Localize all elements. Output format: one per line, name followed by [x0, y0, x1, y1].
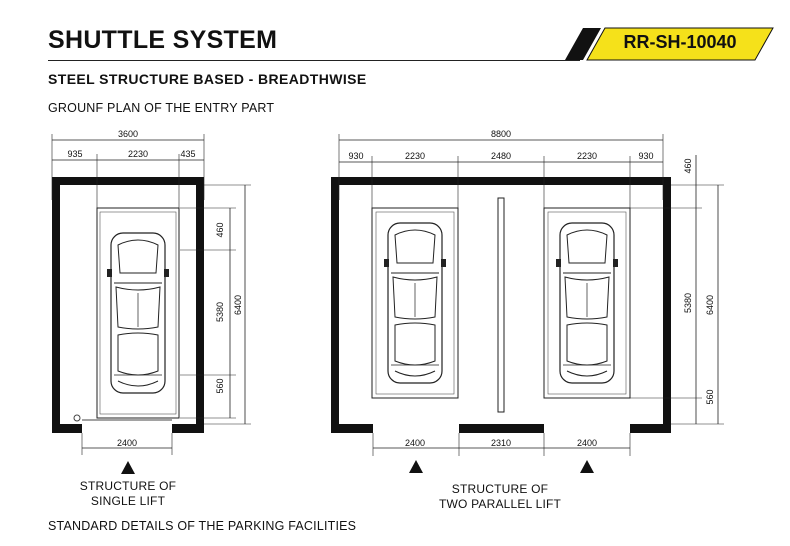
single-dim-opening: 2400 [117, 438, 137, 448]
double-dim-opening1: 2400 [405, 438, 425, 448]
double-dim-depth: 6400 [705, 295, 715, 315]
double-caption-line1: STRUCTURE OF [451, 482, 549, 496]
badge-black-stripe [565, 28, 601, 60]
single-wall-bottom-left [52, 424, 82, 433]
double-car-right-icon [555, 222, 619, 384]
single-wall-bottom-right [172, 424, 204, 433]
single-wall-right [196, 177, 204, 433]
badge-graphic [565, 27, 774, 61]
double-dim-rear: 560 [705, 389, 715, 404]
double-platform-right [543, 207, 631, 399]
double-dim-left: 930 [348, 151, 363, 161]
double-wall-bottom-right [630, 424, 671, 433]
page-title: SHUTTLE SYSTEM [48, 26, 278, 54]
code-badge: RR-SH-10040 [565, 27, 775, 61]
double-dim-overall: 8800 [491, 129, 511, 139]
footer-text: STANDARD DETAILS OF THE PARKING FACILITI… [48, 519, 357, 533]
single-dim-left: 935 [67, 149, 82, 159]
double-platform-left [371, 207, 459, 399]
double-dim-right: 930 [638, 151, 653, 161]
single-lift-plan: 3600 935 2230 435 460 5380 6400 560 2400 [51, 129, 251, 474]
single-wall-left [52, 177, 60, 433]
single-platform [96, 207, 180, 419]
single-wall-top [52, 177, 204, 185]
double-dim-bay1: 2230 [405, 151, 425, 161]
single-dim-front: 460 [215, 222, 225, 237]
single-dim-car: 5380 [215, 302, 225, 322]
double-dim-middle: 2480 [491, 151, 511, 161]
single-dim-depth: 6400 [233, 295, 243, 315]
double-dim-opening-mid: 2310 [491, 438, 511, 448]
badge-yellow-field [586, 27, 774, 61]
code-text: RR-SH-10040 [623, 32, 737, 52]
subtitle: STEEL STRUCTURE BASED - BREADTHWISE [48, 71, 367, 87]
double-caption-line2: TWO PARALLEL LIFT [438, 497, 562, 511]
double-entry-arrow-left-icon [409, 460, 423, 473]
plan-label: GROUNF PLAN OF THE ENTRY PART [48, 101, 275, 115]
double-wall-bottom-left [331, 424, 373, 433]
double-wall-left [331, 177, 339, 433]
double-entry-arrow-right-icon [580, 460, 594, 473]
single-caption-line2: SINGLE LIFT [90, 494, 166, 508]
double-wall-top [331, 177, 671, 185]
double-wall-right [663, 177, 671, 433]
single-dim-rear: 560 [215, 378, 225, 393]
single-car-icon [106, 232, 170, 394]
center-column [497, 197, 505, 413]
single-dim-bay: 2230 [128, 149, 148, 159]
single-dim-overall: 3600 [118, 129, 138, 139]
double-dim-bay2: 2230 [577, 151, 597, 161]
double-lift-caption: STRUCTURE OF TWO PARALLEL LIFT [420, 482, 580, 512]
double-dim-opening2: 2400 [577, 438, 597, 448]
single-caption-line1: STRUCTURE OF [79, 479, 177, 493]
double-car-left-icon [383, 222, 447, 384]
single-dim-right: 435 [180, 149, 195, 159]
single-entry-arrow-icon [121, 461, 135, 474]
double-dim-car: 5380 [683, 293, 693, 313]
double-lift-plan: 8800 930 2230 2480 2230 930 460 5380 640… [331, 129, 724, 473]
single-lift-caption: STRUCTURE OF SINGLE LIFT [68, 479, 188, 509]
title-underline [48, 60, 580, 61]
double-wall-bottom-mid [459, 424, 544, 433]
double-dim-top: 460 [683, 158, 693, 173]
